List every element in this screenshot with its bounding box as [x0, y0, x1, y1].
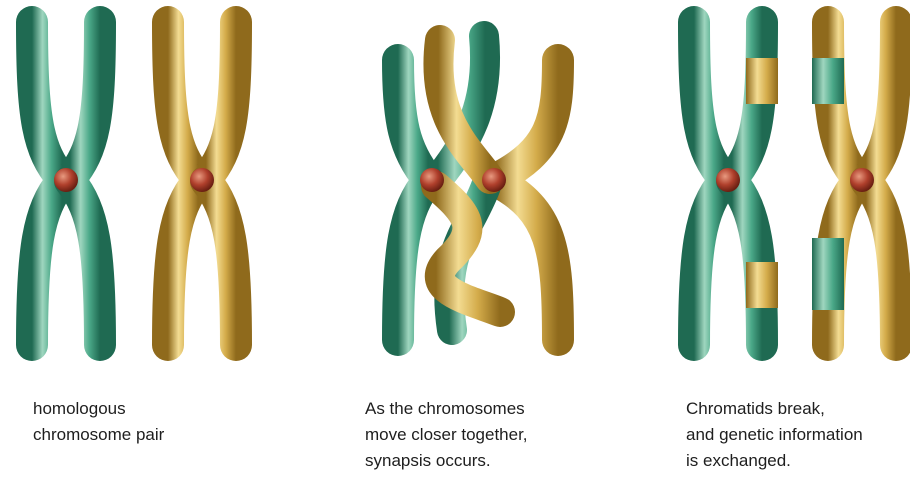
exchanged-segment	[746, 58, 778, 104]
chromatid	[866, 22, 896, 179]
chromatid	[168, 22, 198, 179]
caption-line: Chromatids break,	[686, 396, 863, 422]
caption-crossing-over: Chromatids break, and genetic informatio…	[686, 396, 863, 474]
caption-line: and genetic information	[686, 422, 863, 448]
exchanged-segment	[812, 58, 844, 104]
panel-homologous-pair	[32, 22, 236, 345]
caption-line: move closer together,	[365, 422, 528, 448]
chromatid	[694, 181, 724, 345]
caption-line: As the chromosomes	[365, 396, 528, 422]
centromere	[420, 168, 444, 192]
caption-synapsis: As the chromosomes move closer together,…	[365, 396, 528, 474]
green-chromosome	[32, 22, 100, 345]
caption-line: is exchanged.	[686, 448, 863, 474]
yellow-chromosome	[168, 22, 236, 345]
chromatid	[32, 181, 62, 345]
caption-homologous-pair: homologous chromosome pair	[33, 396, 164, 448]
caption-line: homologous	[33, 396, 164, 422]
centromere	[716, 168, 740, 192]
chromatid	[398, 181, 428, 340]
centromere	[850, 168, 874, 192]
centromere	[190, 168, 214, 192]
exchanged-segment	[746, 262, 778, 308]
chromatid	[694, 22, 724, 179]
chromatid	[496, 60, 558, 179]
chromatid	[398, 60, 428, 179]
panel-crossing-over	[694, 22, 896, 345]
chromatid	[70, 22, 100, 179]
caption-line: chromosome pair	[33, 422, 164, 448]
centromere	[54, 168, 78, 192]
caption-line: synapsis occurs.	[365, 448, 528, 474]
chromatid	[168, 181, 198, 345]
chromatid	[70, 181, 100, 345]
chromatid	[206, 22, 236, 179]
chromatid	[866, 181, 896, 345]
chromatid	[32, 22, 62, 179]
panel-synapsis	[398, 36, 558, 340]
centromere	[482, 168, 506, 192]
exchanged-segment	[812, 238, 844, 310]
chromatid	[206, 181, 236, 345]
